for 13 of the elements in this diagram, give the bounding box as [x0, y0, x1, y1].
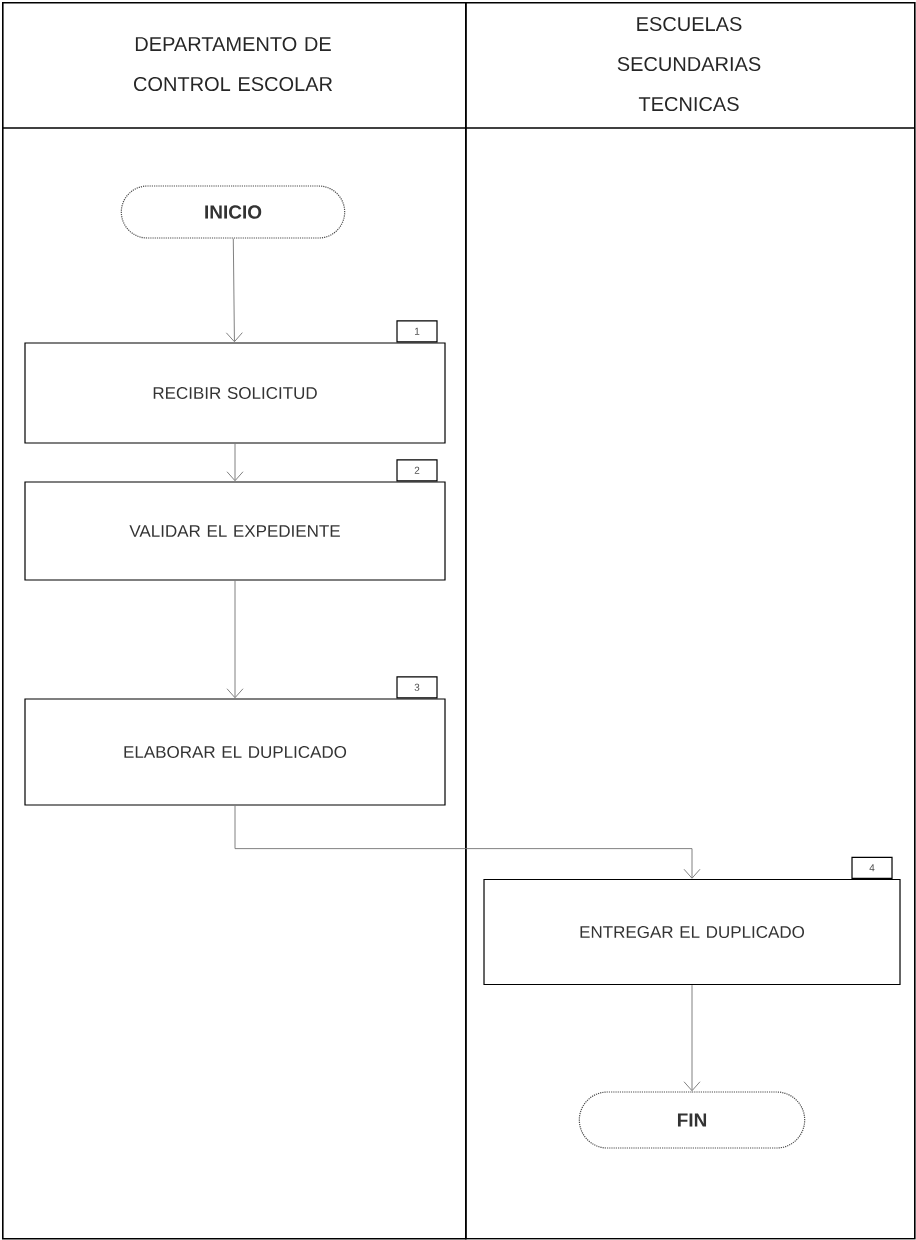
arrow	[234, 805, 701, 879]
process-box: ENTREGAR EL DUPLICADO	[483, 878, 901, 986]
arrow	[226, 580, 244, 699]
arrow	[226, 443, 244, 482]
process-box: VALIDAR EL EXPEDIENTE	[24, 481, 446, 581]
step-number: 1	[396, 320, 438, 343]
arrow	[225, 238, 243, 343]
arrow	[683, 984, 701, 1092]
process-box: ELABORAR EL DUPLICADO	[24, 698, 446, 806]
step-number: 2	[396, 459, 438, 482]
step-number: 4	[851, 856, 893, 879]
process-box: RECIBIR SOLICITUD	[24, 342, 446, 444]
step-number: 3	[396, 676, 438, 699]
